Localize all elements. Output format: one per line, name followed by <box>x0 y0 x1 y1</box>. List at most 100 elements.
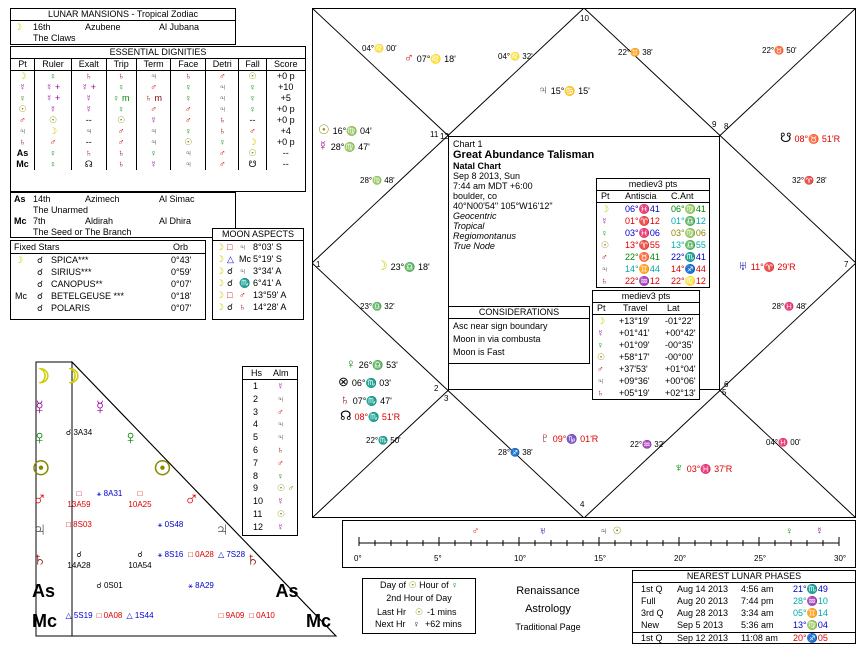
house-almuten: ♂ <box>277 457 284 468</box>
planet-position: 26°♎ 53' <box>358 360 398 370</box>
planet-placement: ⊗06°♏ 03' <box>338 374 391 390</box>
planetary-hours-panel: Day of ☉ Hour of ♀ 2nd Hour of Day Last … <box>362 578 476 634</box>
aspectarian-diag-glyph: ♀ <box>123 427 138 449</box>
phase-position: 21°♏49 <box>793 584 828 594</box>
house-number: 12 <box>253 521 264 532</box>
aspectarian-cell: △ 7S28 <box>217 549 247 560</box>
house-cusp-label: 22°♊ 38' <box>618 48 653 57</box>
sun-icon: ☉ <box>408 580 417 590</box>
conjunction-icon: ☌ <box>37 279 44 289</box>
dignity-trip: ♀ <box>105 104 137 115</box>
house-cusp-label: 32°♈ 28' <box>792 176 827 185</box>
footer-branding: Renaissance Astrology Traditional Page <box>515 585 581 632</box>
house-number-label: 12 <box>440 132 449 141</box>
dignity-ruler: ☿ <box>34 104 72 115</box>
latitude-value: +00°06' <box>665 376 696 386</box>
dignities-row: ♄♂--♂♃☉♀☽+0 p <box>11 137 305 148</box>
aspect-glyph: ⚹ 8S16 <box>157 550 184 559</box>
planet-placement: ♇09°♑ 01'R <box>540 430 598 445</box>
moon-aspect-b: ♃ <box>239 266 246 276</box>
fixed-star-row: ☌CANOPUS**0°07' <box>11 279 205 290</box>
chart-title: Great Abundance Talisman <box>453 149 595 161</box>
conjunction-icon: ☌ <box>37 291 44 301</box>
dignity-fall: ♂ <box>238 126 267 137</box>
travel-value: +09°36' <box>619 376 650 386</box>
house-almuten: ♀ <box>277 470 284 481</box>
aspect-glyph: ☌ 3A34 <box>65 428 93 437</box>
dignities-header: Face <box>170 59 206 71</box>
lunar-mansions-panel: LUNAR MANSIONS - Tropical Zodiac ☽ 16th … <box>10 8 236 45</box>
dignity-face: ♀ <box>170 126 206 137</box>
moon-icon: ☽ <box>14 22 23 32</box>
dignity-exalt: ♄ <box>70 70 107 82</box>
aspectarian-diag-glyph: ♂ <box>184 488 199 510</box>
aspect-glyph: ☌ 10A54 <box>128 550 152 570</box>
house-number-label: 11 <box>430 130 439 139</box>
ruler-planet-marker: ♃ <box>600 526 608 537</box>
phase-position: 05°♊14 <box>793 608 828 618</box>
planet-placement: ☽23°♎ 18' <box>376 258 430 274</box>
planet-placement: ☋08°♉ 51'R <box>780 130 840 146</box>
aspectarian-cell: ⚹ 0S48 <box>156 519 186 530</box>
aspect-glyph: □ 0A28 <box>188 550 214 559</box>
aspectarian-cell: ⚹ 8A29 <box>186 580 216 591</box>
ruler-planet-marker: ☉ <box>613 526 622 537</box>
dignities-row: ☽♀♄♄♃♄♂☉+0 p <box>11 70 305 82</box>
dignity-pt: As <box>16 148 29 158</box>
house-number: 11 <box>253 509 263 519</box>
dignity-pt: ♀ <box>19 93 26 103</box>
moon-aspect-val: 5°19' S <box>253 254 282 264</box>
aspectarian-svg <box>35 360 338 637</box>
dignity-face: ♃ <box>170 159 206 170</box>
travel-value: +13°19' <box>619 316 650 326</box>
dignities-row: ♂☉--☉☿♂♄--+0 p <box>11 115 305 126</box>
travel-row: ☉+58°17'-00°00' <box>593 352 699 363</box>
house-cusp-label: 28°♍ 48' <box>360 176 395 185</box>
dignity-trip: ♄ <box>105 148 137 159</box>
contra-antiscia-value: 03°♍06 <box>671 228 706 238</box>
ruler-tick-label: 0° <box>354 554 362 563</box>
ruler-tick-label: 25° <box>754 554 766 563</box>
moon-aspect-val: 6°41' A <box>253 278 282 288</box>
dignity-term: ♀ <box>135 148 171 159</box>
moon-aspect-a: ☽ <box>216 242 225 252</box>
dignity-trip: ♀ m <box>105 93 137 104</box>
travel-row: ♀+01°09'-00°35' <box>593 340 699 351</box>
phase-time: 11:08 am <box>741 633 778 643</box>
planet-icon: ♅ <box>738 258 748 273</box>
travel-point: ♄ <box>597 388 604 398</box>
dignity-face: ♃ <box>170 148 206 159</box>
ruler-tick-label: 15° <box>594 554 606 563</box>
dignity-face: ♂ <box>170 104 206 115</box>
house-number-label: 4 <box>580 500 585 509</box>
travel-panel: mediev3 pts Pt Travel Lat ☽+13°19'-01°22… <box>592 290 700 400</box>
moon-aspect-val: 8°03' S <box>253 242 282 252</box>
planet-placement: ♆03°♓ 37'R <box>674 460 732 475</box>
house-row: 12☿ <box>243 522 297 533</box>
travel-row: ☽+13°19'-01°22' <box>593 316 699 327</box>
moon-aspect-b: ♃ <box>239 242 246 252</box>
aspectarian-cell: ⚹ 8S16 <box>156 549 186 560</box>
dignity-trip: ♄ <box>105 159 137 170</box>
dignities-row: ♀☿ +☿♀ m♄ m♀♃♀+5 <box>11 93 305 104</box>
antiscia-value: 03°♓06 <box>625 228 660 238</box>
planet-icon: ♀ <box>346 356 356 371</box>
dignity-term: ☿ <box>135 115 171 126</box>
phase-position: 28°♒10 <box>793 596 828 606</box>
dignities-header: Score <box>265 59 305 71</box>
aspectarian-row-glyph: ♃ <box>32 518 47 541</box>
travel-value: +01°09' <box>619 340 650 350</box>
contra-antiscia-value: 13°♎55 <box>671 240 706 250</box>
planet-icon: ☽ <box>376 258 388 273</box>
latitude-value: -00°35' <box>665 340 694 350</box>
dignity-ruler: ♀ <box>34 148 72 159</box>
lunar-mansions-title: LUNAR MANSIONS - Tropical Zodiac <box>11 9 235 21</box>
antiscia-value: 06°♓41 <box>625 204 660 214</box>
dignities-row: ♃☽♃♂♃♀♄♂+4 <box>11 126 305 137</box>
lunar-mansion-row: ☽ 16th Azubene Al Jubana <box>14 22 200 32</box>
